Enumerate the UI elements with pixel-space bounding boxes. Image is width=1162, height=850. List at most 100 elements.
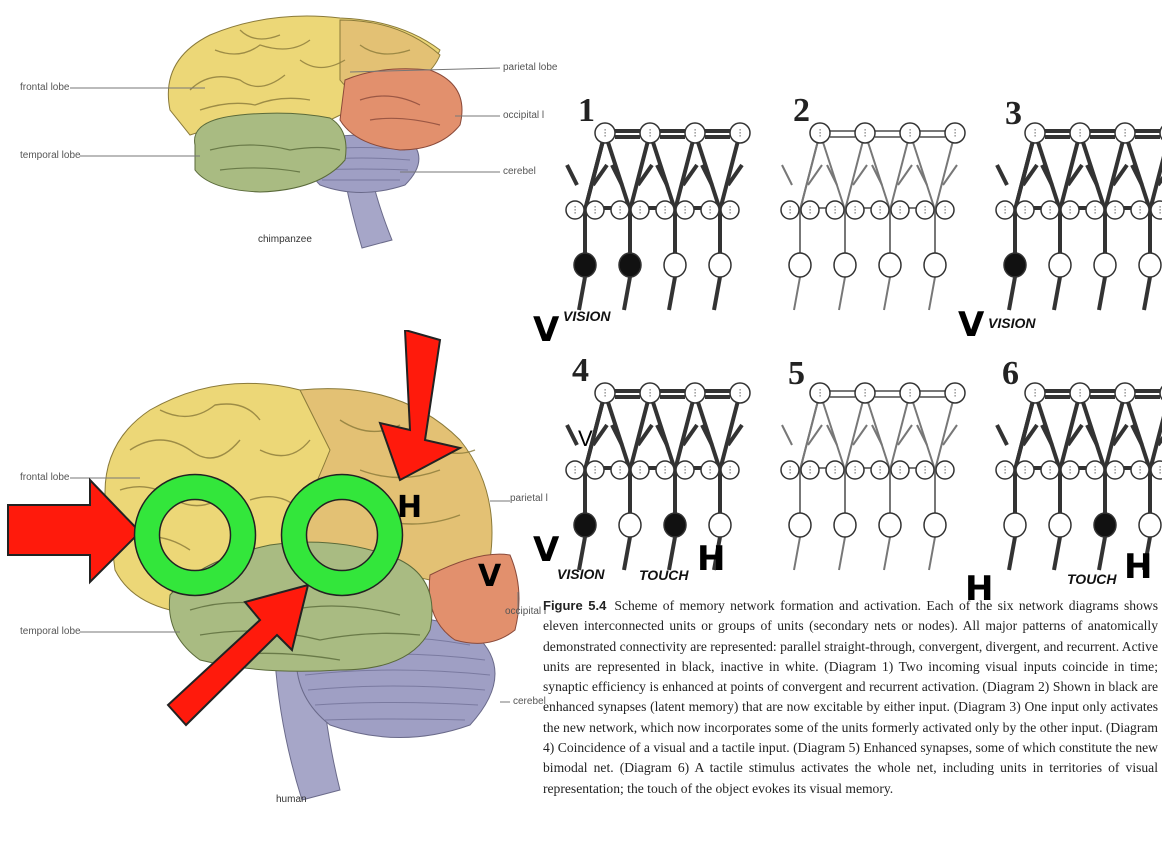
diagram6-touch-label: TOUCH bbox=[1067, 571, 1117, 587]
figure-caption-text: Scheme of memory network formation and a… bbox=[543, 598, 1158, 796]
diagram1-vision-label: VISION bbox=[563, 308, 610, 324]
diagram4-annotation-v-small: V bbox=[578, 428, 593, 450]
svg-text:⫶: ⫶ bbox=[684, 204, 687, 217]
svg-text:⫶: ⫶ bbox=[594, 464, 597, 477]
svg-text:⫶: ⫶ bbox=[594, 204, 597, 217]
svg-text:⫶: ⫶ bbox=[604, 127, 607, 140]
svg-text:⫶: ⫶ bbox=[649, 387, 652, 400]
svg-text:⫶: ⫶ bbox=[1114, 464, 1117, 477]
network-diagram-5: ⫶⫶⫶⫶⫶⫶⫶⫶⫶⫶⫶⫶ bbox=[781, 383, 965, 570]
svg-text:⫶: ⫶ bbox=[879, 204, 882, 217]
svg-text:⫶: ⫶ bbox=[1094, 204, 1097, 217]
svg-text:⫶: ⫶ bbox=[854, 204, 857, 217]
memory-network-diagrams: ⫶ ⫶ ⫶ ⫶ ⫶ ⫶ ⫶ ⫶ ⫶ ⫶ ⫶ ⫶ ⫶ ⫶ ⫶ ⫶ ⫶ ⫶ ⫶ ⫶ ⫶ ⫶ ⫶ ⫶ ⫶ ⫶ ⫶ ⫶ ⫶ ⫶ ⫶ ⫶ ⫶ ⫶ ⫶ ⫶ ⫶ ⫶ ⫶ ⫶… bbox=[545, 85, 1162, 595]
svg-text:⫶: ⫶ bbox=[1024, 204, 1027, 217]
svg-text:⫶: ⫶ bbox=[1139, 204, 1142, 217]
svg-text:⫶: ⫶ bbox=[574, 204, 577, 217]
svg-text:⫶: ⫶ bbox=[899, 464, 902, 477]
svg-text:⫶: ⫶ bbox=[739, 387, 742, 400]
svg-text:⫶: ⫶ bbox=[819, 127, 822, 140]
chimp-frontal-lobe-label: frontal lobe bbox=[20, 82, 69, 93]
svg-text:⫶: ⫶ bbox=[619, 204, 622, 217]
diagram-number-5: 5 bbox=[788, 355, 805, 393]
diagram4-vision-label: VISION bbox=[557, 566, 604, 582]
chimp-parietal-lobe-label: parietal lobe bbox=[503, 62, 557, 73]
svg-text:⫶: ⫶ bbox=[639, 464, 642, 477]
svg-text:⫶: ⫶ bbox=[1124, 127, 1127, 140]
svg-text:⫶: ⫶ bbox=[819, 387, 822, 400]
human-caption: human bbox=[276, 794, 307, 805]
svg-text:⫶: ⫶ bbox=[809, 464, 812, 477]
svg-text:⫶: ⫶ bbox=[1069, 464, 1072, 477]
red-arrow-diagonal-icon bbox=[168, 585, 308, 725]
svg-text:⫶: ⫶ bbox=[729, 464, 732, 477]
svg-text:⫶: ⫶ bbox=[1139, 464, 1142, 477]
svg-text:⫶: ⫶ bbox=[1034, 127, 1037, 140]
svg-text:⫶: ⫶ bbox=[1049, 464, 1052, 477]
svg-text:⫶: ⫶ bbox=[809, 204, 812, 217]
green-ring-left-inner-outline bbox=[160, 500, 231, 571]
diagram4-touch-label: TOUCH bbox=[639, 567, 689, 583]
svg-text:⫶: ⫶ bbox=[709, 204, 712, 217]
svg-text:⫶: ⫶ bbox=[739, 127, 742, 140]
svg-text:⫶: ⫶ bbox=[864, 127, 867, 140]
svg-text:⫶: ⫶ bbox=[1124, 387, 1127, 400]
svg-text:⫶: ⫶ bbox=[619, 464, 622, 477]
svg-text:⫶: ⫶ bbox=[944, 464, 947, 477]
svg-text:⫶: ⫶ bbox=[924, 204, 927, 217]
svg-text:⫶: ⫶ bbox=[709, 464, 712, 477]
svg-text:⫶: ⫶ bbox=[1034, 387, 1037, 400]
svg-text:⫶: ⫶ bbox=[1069, 204, 1072, 217]
network-diagram-2: ⫶⫶⫶⫶⫶⫶⫶⫶⫶⫶⫶⫶ bbox=[781, 123, 965, 310]
svg-text:⫶: ⫶ bbox=[664, 464, 667, 477]
diagram-number-3: 3 bbox=[1005, 95, 1022, 133]
chimpanzee-brain-illustration bbox=[0, 0, 600, 270]
svg-text:⫶: ⫶ bbox=[574, 464, 577, 477]
svg-text:⫶: ⫶ bbox=[789, 204, 792, 217]
svg-text:⫶: ⫶ bbox=[909, 387, 912, 400]
svg-text:⫶: ⫶ bbox=[834, 464, 837, 477]
diagram-number-1: 1 bbox=[578, 92, 595, 130]
chimp-temporal-lobe-label: temporal lobe bbox=[20, 150, 81, 161]
svg-text:⫶: ⫶ bbox=[694, 387, 697, 400]
svg-text:⫶: ⫶ bbox=[664, 204, 667, 217]
svg-text:⫶: ⫶ bbox=[1079, 387, 1082, 400]
svg-text:⫶: ⫶ bbox=[1004, 464, 1007, 477]
network-diagram-3: ⫶⫶⫶⫶⫶⫶⫶⫶⫶⫶⫶⫶ bbox=[996, 123, 1162, 310]
brain-annotation-v: V bbox=[478, 562, 501, 592]
chimp-occipital-lobe-label: occipital l bbox=[503, 110, 544, 121]
diagram-number-2: 2 bbox=[793, 92, 810, 130]
svg-text:⫶: ⫶ bbox=[1159, 464, 1162, 477]
svg-text:⫶: ⫶ bbox=[604, 387, 607, 400]
diagram-number-6: 6 bbox=[1002, 355, 1019, 393]
green-ring-right-icon bbox=[294, 487, 390, 583]
svg-text:⫶: ⫶ bbox=[854, 464, 857, 477]
brain-annotation-h: H bbox=[397, 493, 422, 523]
chimp-cerebellum-label: cerebel bbox=[503, 166, 536, 177]
svg-text:⫶: ⫶ bbox=[924, 464, 927, 477]
svg-text:⫶: ⫶ bbox=[1024, 464, 1027, 477]
svg-text:⫶: ⫶ bbox=[944, 204, 947, 217]
diagram-number-4: 4 bbox=[572, 352, 589, 390]
svg-text:⫶: ⫶ bbox=[1004, 204, 1007, 217]
network-diagram-1: ⫶⫶⫶⫶⫶⫶⫶⫶⫶⫶⫶⫶ bbox=[566, 123, 750, 310]
svg-text:⫶: ⫶ bbox=[1049, 204, 1052, 217]
diagram4-annotation-v: V bbox=[533, 533, 559, 567]
diagram1-annotation-v: V bbox=[533, 313, 559, 347]
svg-text:⫶: ⫶ bbox=[684, 464, 687, 477]
red-arrow-down-icon bbox=[380, 330, 460, 480]
svg-text:⫶: ⫶ bbox=[1114, 204, 1117, 217]
svg-text:⫶: ⫶ bbox=[1094, 464, 1097, 477]
svg-text:⫶: ⫶ bbox=[899, 204, 902, 217]
diagram3-vision-label: VISION bbox=[988, 315, 1035, 331]
diagram6-annotation-h: H bbox=[1124, 550, 1152, 584]
svg-text:⫶: ⫶ bbox=[789, 464, 792, 477]
svg-text:⫶: ⫶ bbox=[729, 204, 732, 217]
chimp-caption: chimpanzee bbox=[258, 234, 312, 245]
network-diagram-6: ⫶⫶⫶⫶⫶⫶⫶⫶⫶⫶⫶⫶ bbox=[996, 383, 1162, 570]
diagram3-annotation-v: V bbox=[958, 308, 984, 342]
svg-text:⫶: ⫶ bbox=[834, 204, 837, 217]
svg-text:⫶: ⫶ bbox=[909, 127, 912, 140]
